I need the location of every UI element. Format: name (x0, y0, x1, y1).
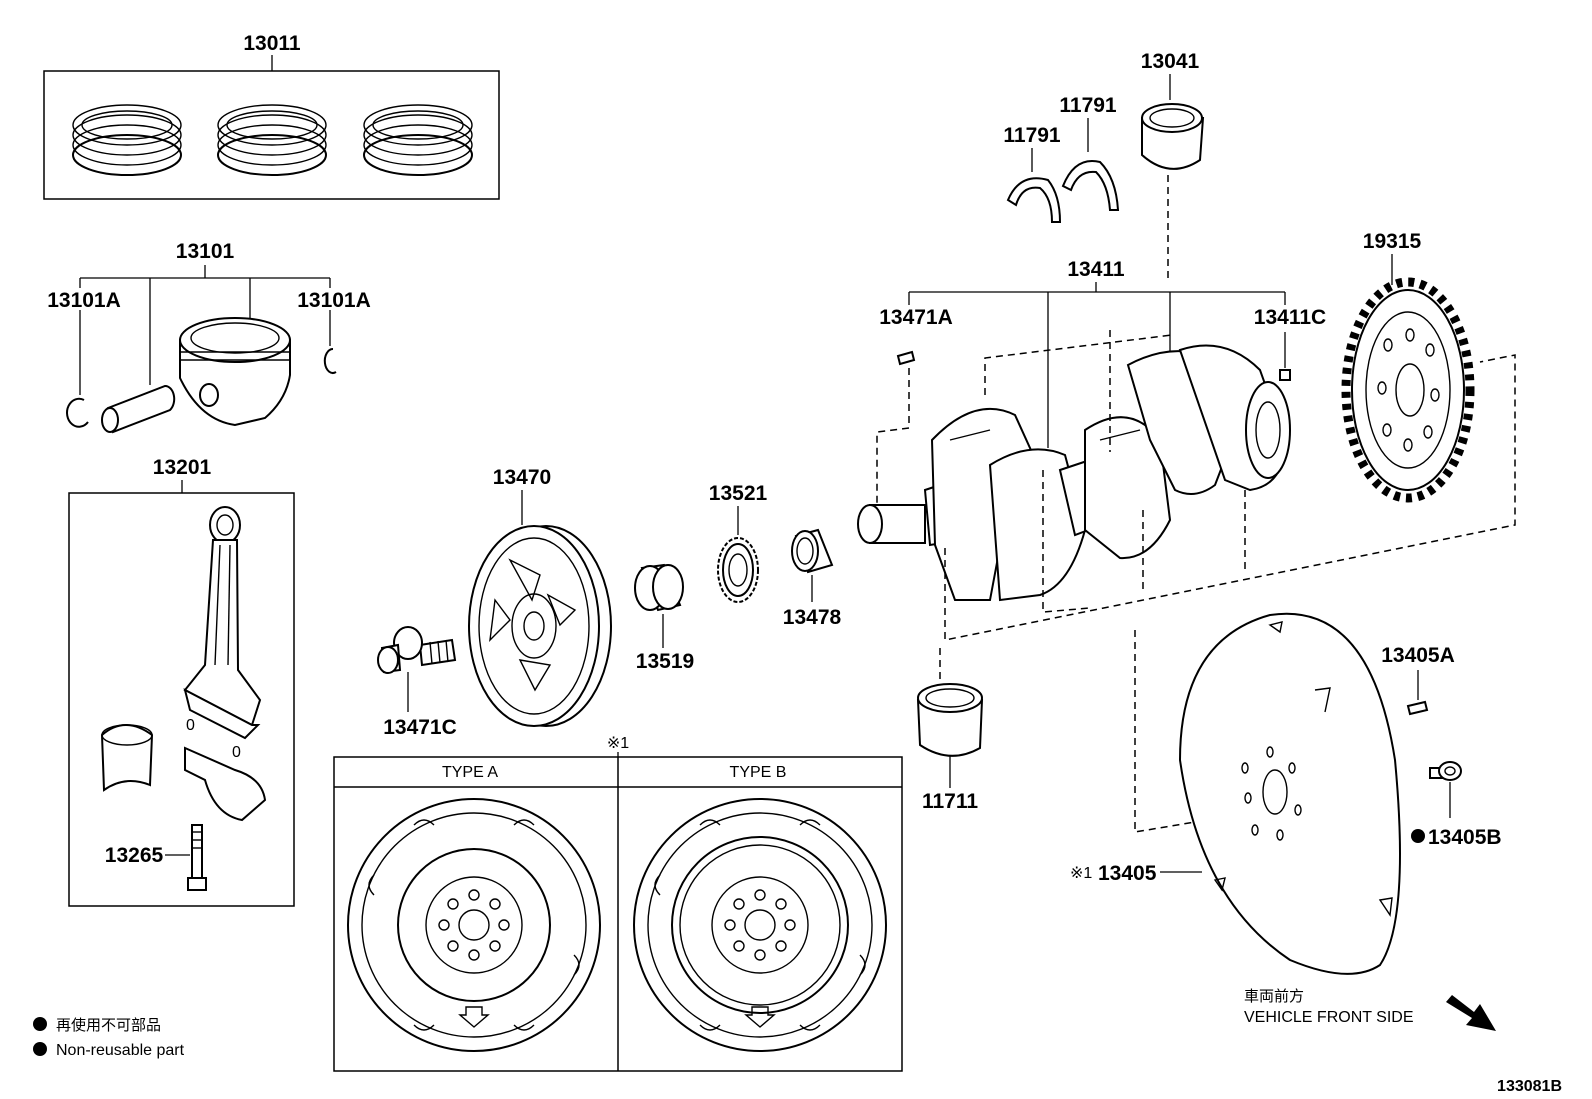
label-snap-ring-left[interactable]: 13101A (47, 289, 121, 312)
piston-ring-icon (217, 104, 327, 176)
crankshaft-pulley-group: 13470 13471C (377, 466, 612, 739)
piston-ring-icon (72, 104, 182, 176)
drive-plate-type-marker: ※1 (1070, 865, 1092, 882)
label-crankshaft-bearing-lower[interactable]: 11711 (922, 790, 978, 813)
type-a-heading: TYPE A (442, 764, 498, 781)
direction-indicator: 車両前方 VEHICLE FRONT SIDE (1244, 987, 1496, 1031)
piston-group: 13101 13101A 13101A (47, 240, 371, 434)
label-crankshaft-straight-pin[interactable]: 13411C (1254, 306, 1326, 329)
crankshaft-icon (857, 344, 1291, 602)
label-signal-rotor[interactable]: 19315 (1363, 230, 1422, 253)
label-connecting-rod[interactable]: 13201 (153, 456, 212, 479)
crankshaft-spacer-icon (634, 563, 684, 612)
label-crankshaft[interactable]: 13411 (1067, 258, 1125, 281)
label-drive-plate-bolt[interactable]: 13405B (1428, 826, 1502, 849)
label-crankshaft-timing-gear[interactable]: 13521 (709, 482, 768, 505)
direction-en: VEHICLE FRONT SIDE (1244, 1009, 1414, 1026)
crankshaft-timing-gear-icon (717, 537, 759, 603)
rod-bolt-icon (187, 824, 207, 891)
drive-plate-group: 13405A 13405B ※1 13405 (1070, 612, 1502, 975)
label-thrust-washer-left[interactable]: 11791 (1003, 124, 1061, 147)
piston-ring-icon (363, 104, 473, 176)
label-crankshaft-collar[interactable]: 13478 (783, 606, 842, 629)
connecting-rod-frame (68, 492, 295, 907)
label-crankshaft-bearing-upper[interactable]: 13041 (1141, 50, 1200, 73)
legend-bullet-icon (33, 1042, 47, 1056)
label-crankshaft-pulley[interactable]: 13470 (493, 466, 551, 489)
snap-ring-icon (323, 347, 337, 374)
crank-front-parts-group: 13519 13521 13478 (634, 482, 842, 673)
legend-jp: 再使用不可部品 (56, 1016, 161, 1034)
connecting-rod-group: 13201 0 0 13265 (68, 456, 295, 907)
drive-plate-type-b-icon (633, 798, 887, 1052)
oil-hole-mark: 0 (232, 744, 241, 761)
label-drive-plate-pin[interactable]: 13405A (1381, 644, 1455, 667)
label-crankshaft-pulley-bolt[interactable]: 13471C (383, 716, 457, 739)
label-crankshaft-gear-key[interactable]: 13471A (879, 306, 953, 329)
legend: 再使用不可部品 Non-reusable part (33, 1016, 185, 1059)
connecting-rod-icon (183, 506, 262, 740)
label-connecting-rod-bolt[interactable]: 13265 (105, 844, 164, 867)
signal-rotor-icon (1341, 277, 1475, 503)
piston-ring-set-group: 13011 (43, 32, 500, 200)
label-drive-plate[interactable]: 13405 (1098, 862, 1157, 885)
drive-plate-pin-icon (1406, 700, 1429, 716)
drive-plate-type-a-icon (347, 798, 601, 1052)
crankshaft-group: 13411 13471A 13411C (857, 175, 1516, 833)
label-piston[interactable]: 13101 (176, 240, 235, 263)
label-snap-ring-right[interactable]: 13101A (297, 289, 371, 312)
label-thrust-washer-right[interactable]: 11791 (1059, 94, 1117, 117)
drive-plate-icon (1178, 612, 1401, 975)
type-panel-marker: ※1 (607, 735, 629, 752)
type-b-heading: TYPE B (730, 764, 787, 781)
crankshaft-pulley-icon (468, 525, 612, 727)
signal-rotor-group: 19315 (1341, 230, 1475, 503)
front-direction-arrow-icon (1446, 995, 1496, 1031)
connecting-rod-bearing-icon (100, 724, 154, 792)
legend-bullet-icon (33, 1017, 47, 1031)
drive-plate-type-panel: ※1 TYPE A TYPE B (333, 735, 903, 1072)
figure-id: 133081B (1497, 1078, 1562, 1095)
non-reusable-mark-icon (1411, 829, 1425, 843)
label-crankshaft-spacer[interactable]: 13519 (636, 650, 694, 673)
piston-pin-icon (101, 384, 176, 434)
gear-key-icon (896, 350, 916, 366)
crankshaft-bearing-lower-icon (916, 683, 984, 757)
crankshaft-collar-icon (791, 528, 834, 574)
pulley-bolt-icon (377, 626, 457, 674)
drive-plate-bolt-icon (1429, 761, 1462, 781)
thrust-washer-icon (1061, 160, 1120, 211)
thrust-washer-icon (1006, 177, 1062, 223)
direction-jp: 車両前方 (1244, 987, 1304, 1005)
piston-icon (179, 317, 291, 427)
connecting-rod-cap-icon (184, 746, 267, 822)
legend-en: Non-reusable part (56, 1042, 185, 1059)
straight-pin-icon (1279, 369, 1291, 381)
oil-hole-mark: 0 (186, 717, 195, 734)
label-piston-ring-set[interactable]: 13011 (243, 32, 301, 55)
crankshaft-bearing-upper-icon (1141, 103, 1205, 170)
bearings-group: 11791 11791 13041 11711 (916, 50, 1205, 813)
snap-ring-icon (66, 397, 89, 428)
